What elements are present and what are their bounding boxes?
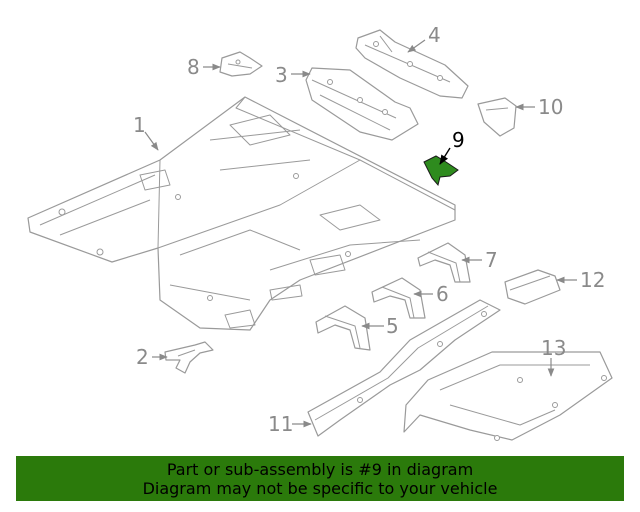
leader-lines	[144, 39, 577, 428]
part-1-floor-pan	[27, 96, 456, 331]
callout-1: 1	[133, 113, 146, 137]
part-11-side-rail	[307, 299, 501, 437]
part-2-bracket	[164, 341, 214, 374]
part-6-reinforcement	[371, 277, 426, 319]
part-5-reinforcement	[315, 305, 371, 351]
part-13-rear-crossmember	[403, 351, 613, 441]
parts-diagram: 1 2 3 4 5 6 7 8 9 10 11 12 13	[27, 23, 613, 441]
callout-5: 5	[386, 314, 399, 338]
part-3-crossmember	[305, 67, 419, 141]
part-4-crossmember	[355, 29, 469, 99]
part-8-bracket	[219, 51, 263, 77]
callout-8: 8	[187, 55, 200, 79]
callout-9: 9	[452, 128, 465, 152]
callout-10: 10	[538, 95, 563, 119]
callout-4: 4	[428, 23, 441, 47]
banner-line-part-number: Part or sub-assembly is #9 in diagram	[166, 460, 474, 479]
callout-6: 6	[436, 282, 449, 306]
part-10-cover	[477, 97, 517, 137]
part-7-reinforcement	[417, 242, 471, 283]
callout-3: 3	[275, 63, 288, 87]
info-banner: Part or sub-assembly is #9 in diagram Di…	[16, 456, 624, 501]
callout-12: 12	[580, 268, 605, 292]
part-12-bracket	[504, 269, 561, 305]
banner-line-disclaimer: Diagram may not be specific to your vehi…	[142, 479, 498, 498]
part-9-highlighted-bracket	[423, 155, 459, 187]
callout-2: 2	[136, 345, 149, 369]
callout-13: 13	[541, 336, 566, 360]
callout-7: 7	[485, 248, 498, 272]
callout-11: 11	[268, 412, 293, 436]
